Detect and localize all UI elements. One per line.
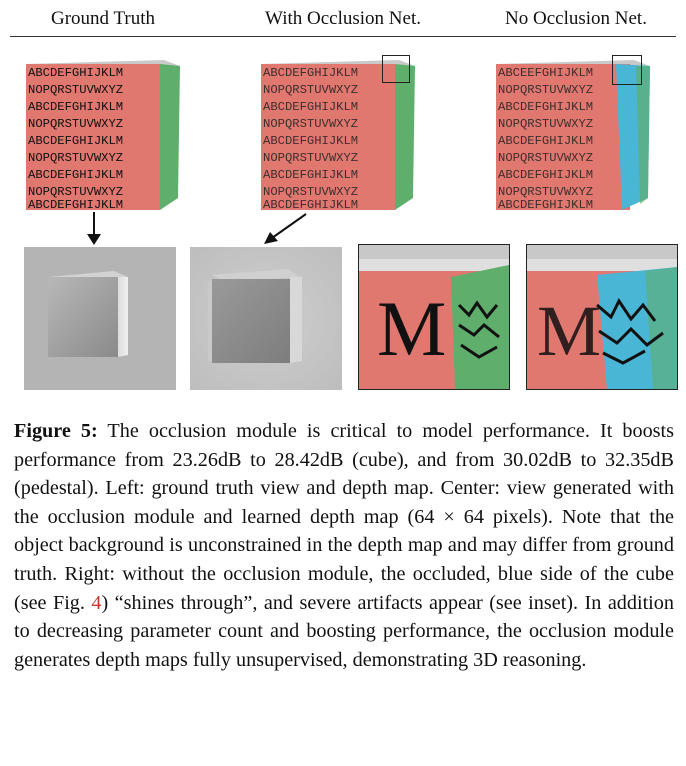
cube-red-face	[261, 64, 395, 210]
cube-red-face	[496, 64, 630, 210]
depth-map-ground-truth	[24, 247, 176, 390]
cube-text-row: NOPQRSTUVWXYZ	[263, 83, 358, 97]
cube-text-row: ABCDEFGHIJKLM	[28, 134, 123, 148]
cube-green-face	[395, 64, 415, 210]
inset-letter: M	[537, 291, 601, 371]
cube-with-occlusion: ABCDEFGHIJKLM NOPQRSTUVWXYZ ABCDEFGHIJKL…	[255, 55, 423, 216]
caption-label: Figure 5:	[14, 420, 98, 442]
cube-text-row: ABCDEFGHIJKLM	[28, 100, 123, 114]
cube-text-row: NOPQRSTUVWXYZ	[28, 117, 123, 131]
cube-text-row: NOPQRSTUVWXYZ	[263, 185, 358, 199]
cube-text-row: NOPQRSTUVWXYZ	[498, 83, 593, 97]
cube-text-row: ABCEEFGHIJKLM	[498, 66, 593, 80]
cube-text-row: ABCDEFGHIJKLM	[263, 168, 358, 182]
cube-green-face	[160, 64, 180, 210]
cube-text-row: NOPQRSTUVWXYZ	[28, 151, 123, 165]
figure-caption: Figure 5: The occlusion module is critic…	[14, 417, 674, 674]
inset-marker-box	[382, 55, 410, 83]
depth-map-with-occlusion	[190, 247, 342, 390]
cube-text-row: ABCDEFGHIJKLM	[498, 134, 593, 148]
cube-text-row: ABCDEFGHIJKLM	[28, 198, 123, 212]
cube-green-face	[636, 66, 650, 204]
cube-text-row: NOPQRSTUVWXYZ	[263, 151, 358, 165]
cube-text-row: ABCDEFGHIJKLM	[498, 168, 593, 182]
cube-text-row: ABCDEFGHIJKLM	[498, 198, 593, 212]
cube-text-row: ABCDEFGHIJKLM	[263, 100, 358, 114]
down-arrow-icon	[87, 212, 101, 245]
diagonal-arrow-icon	[264, 213, 307, 244]
cube-red-face	[26, 64, 160, 210]
caption-text-part2: ) “shines through”, and severe artifacts…	[14, 591, 674, 671]
cube-text-row: ABCDEFGHIJKLM	[28, 66, 123, 80]
cube-text-row: ABCDEFGHIJKLM	[28, 168, 123, 182]
cube-text-row: ABCDEFGHIJKLM	[263, 198, 358, 212]
cube-text-row: ABCDEFGHIJKLM	[263, 66, 358, 80]
column-title-no-occlusion: No Occlusion Net.	[505, 8, 647, 29]
inset-with-occlusion: M	[358, 244, 510, 390]
column-title-with-occlusion: With Occlusion Net.	[265, 8, 421, 29]
cube-text-row: NOPQRSTUVWXYZ	[498, 117, 593, 131]
inset-marker-box	[612, 55, 642, 85]
inset-letter: M	[377, 285, 446, 372]
cube-text-row: NOPQRSTUVWXYZ	[498, 151, 593, 165]
cube-text-row: NOPQRSTUVWXYZ	[263, 117, 358, 131]
cube-no-occlusion: ABCEEFGHIJKLM NOPQRSTUVWXYZ ABCDEFGHIJKL…	[490, 55, 658, 216]
cube-ground-truth: ABCDEFGHIJKLM NOPQRSTUVWXYZ ABCDEFGHIJKL…	[20, 58, 188, 216]
cube-text-row: NOPQRSTUVWXYZ	[28, 185, 123, 199]
column-title-ground-truth: Ground Truth	[51, 8, 155, 29]
header-rule	[10, 36, 676, 37]
cube-text-row: ABCDEFGHIJKLM	[498, 100, 593, 114]
cube-text-row: NOPQRSTUVWXYZ	[28, 83, 123, 97]
figure-reference-link[interactable]: 4	[91, 591, 102, 614]
cube-text-row: NOPQRSTUVWXYZ	[498, 185, 593, 199]
caption-text-part1: The occlusion module is critical to mode…	[14, 420, 674, 614]
cube-text-row: ABCDEFGHIJKLM	[263, 134, 358, 148]
inset-no-occlusion: M	[526, 244, 678, 390]
